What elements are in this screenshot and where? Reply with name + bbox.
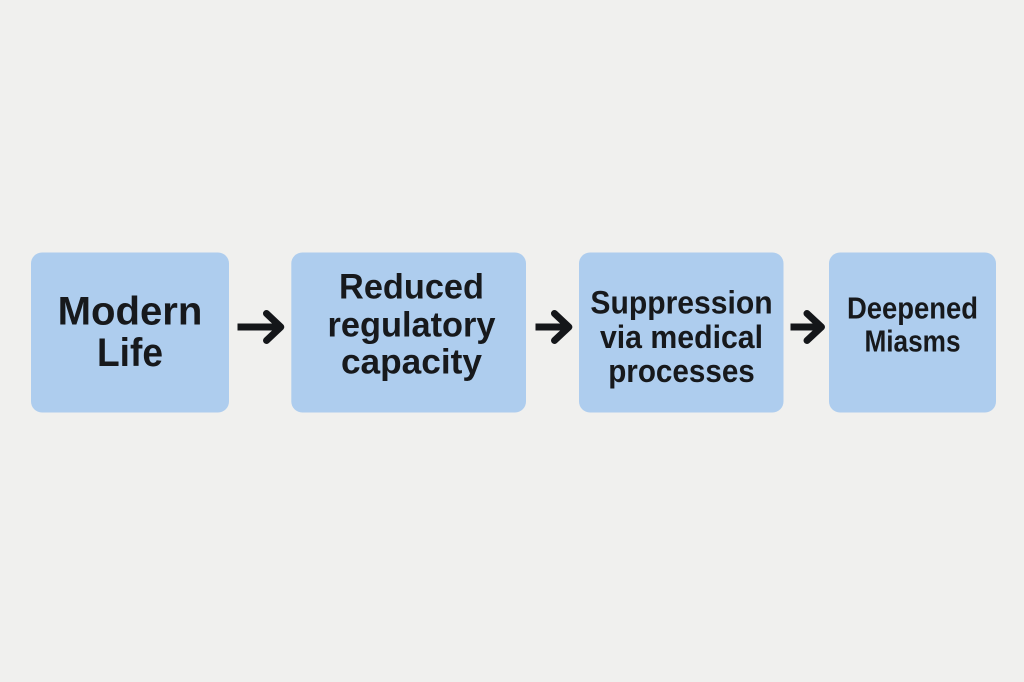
svg-text:Suppression: Suppression [590,284,772,321]
svg-text:Life: Life [97,330,163,375]
svg-text:Deepened: Deepened [847,291,978,326]
svg-text:regulatory: regulatory [328,305,496,345]
svg-text:processes: processes [608,352,755,389]
svg-text:Miasms: Miasms [864,324,960,359]
svg-text:Modern: Modern [58,289,203,334]
svg-text:via medical: via medical [600,318,763,355]
svg-text:capacity: capacity [341,342,482,382]
svg-text:Reduced: Reduced [339,267,484,307]
